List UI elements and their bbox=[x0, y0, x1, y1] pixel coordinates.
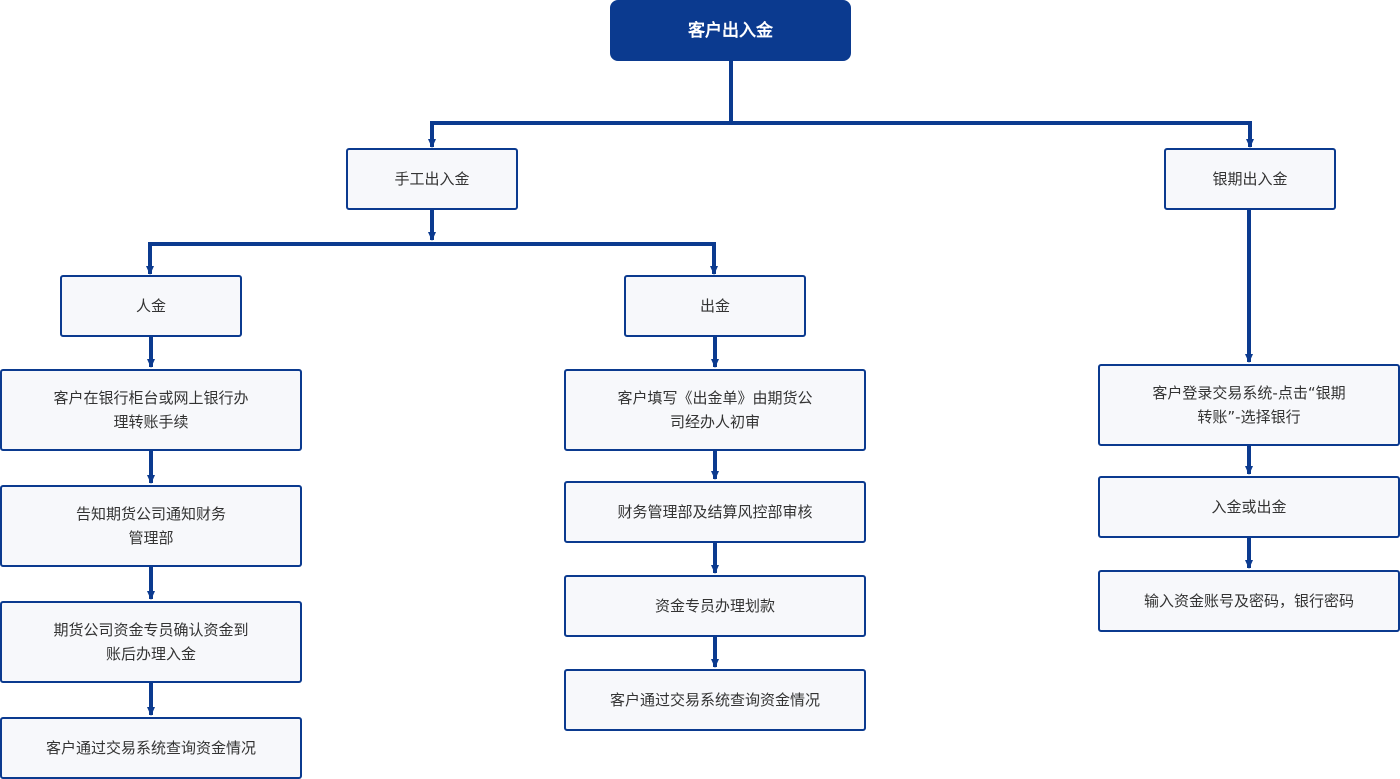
deposit-step-3-line-2: 账后办理入金 bbox=[105, 645, 196, 663]
deposit-step-4-line-1: 客户通过交易系统查询资金情况 bbox=[45, 739, 256, 757]
withdraw-step-2-line-1: 财务管理部及结算风控部审核 bbox=[617, 503, 813, 521]
root-node: 客户出入金 bbox=[610, 0, 851, 61]
withdraw-node: 出金 bbox=[624, 275, 806, 337]
withdraw-step-3: 资金专员办理划款 bbox=[564, 575, 866, 637]
withdraw-step-4-line-1: 客户通过交易系统查询资金情况 bbox=[609, 691, 820, 709]
deposit-step-2-line-2: 管理部 bbox=[128, 529, 174, 547]
deposit-step-4: 客户通过交易系统查询资金情况 bbox=[0, 717, 302, 779]
bank-step-1-line-2: 转账”-选择银行 bbox=[1197, 408, 1301, 426]
bank-step-2: 入金或出金 bbox=[1098, 476, 1400, 538]
bank-step-3: 输入资金账号及密码，银行密码 bbox=[1098, 570, 1400, 632]
bank-futures-node: 银期出入金 bbox=[1164, 148, 1336, 210]
deposit-step-1-line-2: 理转账手续 bbox=[113, 413, 189, 431]
bank-step-3-line-1: 输入资金账号及密码，银行密码 bbox=[1143, 592, 1354, 610]
withdraw-step-3-line-1: 资金专员办理划款 bbox=[654, 597, 775, 615]
bank-futures-label: 银期出入金 bbox=[1212, 170, 1288, 188]
deposit-label: 人金 bbox=[135, 297, 166, 315]
deposit-step-1: 客户在银行柜台或网上银行办 理转账手续 bbox=[0, 369, 302, 451]
withdraw-step-1-line-1: 客户填写《出金单》由期货公 bbox=[617, 389, 813, 407]
deposit-step-1-line-1: 客户在银行柜台或网上银行办 bbox=[53, 389, 249, 407]
bank-step-1-line-1: 客户登录交易系统-点击“银期 bbox=[1152, 384, 1346, 402]
withdraw-label: 出金 bbox=[699, 297, 730, 315]
bank-step-1: 客户登录交易系统-点击“银期 转账”-选择银行 bbox=[1098, 364, 1400, 446]
deposit-step-2: 告知期货公司通知财务 管理部 bbox=[0, 485, 302, 567]
manual-label: 手工出入金 bbox=[394, 170, 470, 188]
bank-step-2-line-1: 入金或出金 bbox=[1211, 498, 1287, 516]
deposit-step-3-line-1: 期货公司资金专员确认资金到 bbox=[53, 621, 249, 639]
withdraw-step-2: 财务管理部及结算风控部审核 bbox=[564, 481, 866, 543]
withdraw-step-1: 客户填写《出金单》由期货公 司经办人初审 bbox=[564, 369, 866, 451]
withdraw-step-4: 客户通过交易系统查询资金情况 bbox=[564, 669, 866, 731]
deposit-node: 人金 bbox=[60, 275, 242, 337]
deposit-step-2-line-1: 告知期货公司通知财务 bbox=[75, 505, 226, 523]
manual-node: 手工出入金 bbox=[346, 148, 518, 210]
withdraw-step-1-line-2: 司经办人初审 bbox=[669, 413, 760, 431]
deposit-step-3: 期货公司资金专员确认资金到 账后办理入金 bbox=[0, 601, 302, 683]
root-label: 客户出入金 bbox=[688, 20, 773, 41]
